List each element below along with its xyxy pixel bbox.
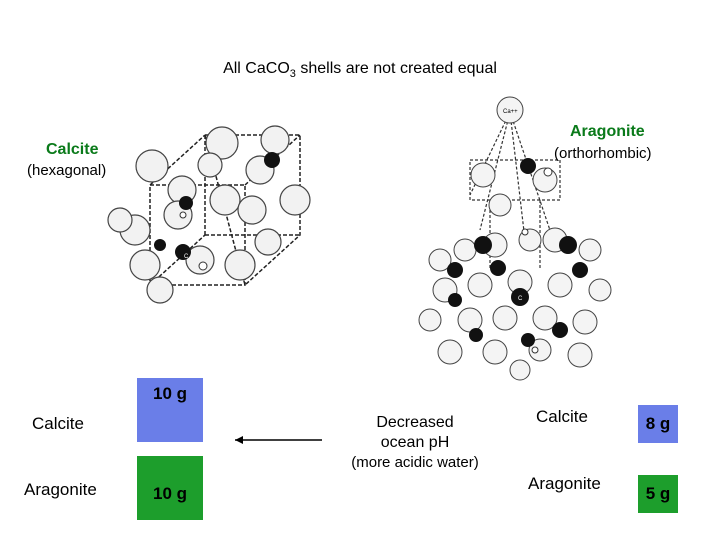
aragonite-c-label: C xyxy=(518,296,523,302)
decreased-ph-text: Decreased ocean pH (more acidic water) xyxy=(330,413,500,473)
left-aragonite-value-box: 10 g xyxy=(137,456,203,520)
calcite-label: Calcite xyxy=(46,141,99,158)
aragonite-carbon-atoms xyxy=(447,158,588,347)
aragonite-atoms xyxy=(418,96,612,381)
middle-line-3: (more acidic water) xyxy=(351,454,479,471)
aragonite-o-label: O xyxy=(462,340,473,356)
aragonite-small-atoms xyxy=(521,167,553,354)
right-aragonite-value-box: 5 g xyxy=(638,475,678,513)
aragonite-ca-label: Ca++ xyxy=(503,109,518,115)
right-calcite-value-box: 8 g xyxy=(638,405,678,443)
calcite-carbon-atoms xyxy=(154,152,280,260)
right-aragonite-value: 5 g xyxy=(645,484,671,503)
right-calcite-value: 8 g xyxy=(645,414,671,433)
slide-title: All CaCO3 shells are not created equal xyxy=(223,60,497,81)
left-aragonite-value: 10 g xyxy=(152,484,188,503)
calcite-atoms xyxy=(107,125,311,304)
calcite-small-atoms xyxy=(179,211,208,271)
aragonite-system-label: (orthorhombic) xyxy=(554,145,652,162)
middle-line-1: Decreased xyxy=(376,414,454,431)
aragonite-label: Aragonite xyxy=(570,123,645,140)
middle-line-2: ocean pH xyxy=(380,434,450,451)
right-aragonite-label: Aragonite xyxy=(528,474,601,493)
calcite-c-label: C xyxy=(184,254,189,260)
left-calcite-value: 10 g xyxy=(152,384,188,403)
arrow-head-icon xyxy=(235,436,243,444)
left-calcite-value-box: 10 g xyxy=(137,378,203,442)
right-calcite-label: Calcite xyxy=(536,407,588,426)
left-aragonite-label: Aragonite xyxy=(24,480,97,499)
calcite-system-label: (hexagonal) xyxy=(27,162,107,179)
left-calcite-label: Calcite xyxy=(32,414,84,433)
